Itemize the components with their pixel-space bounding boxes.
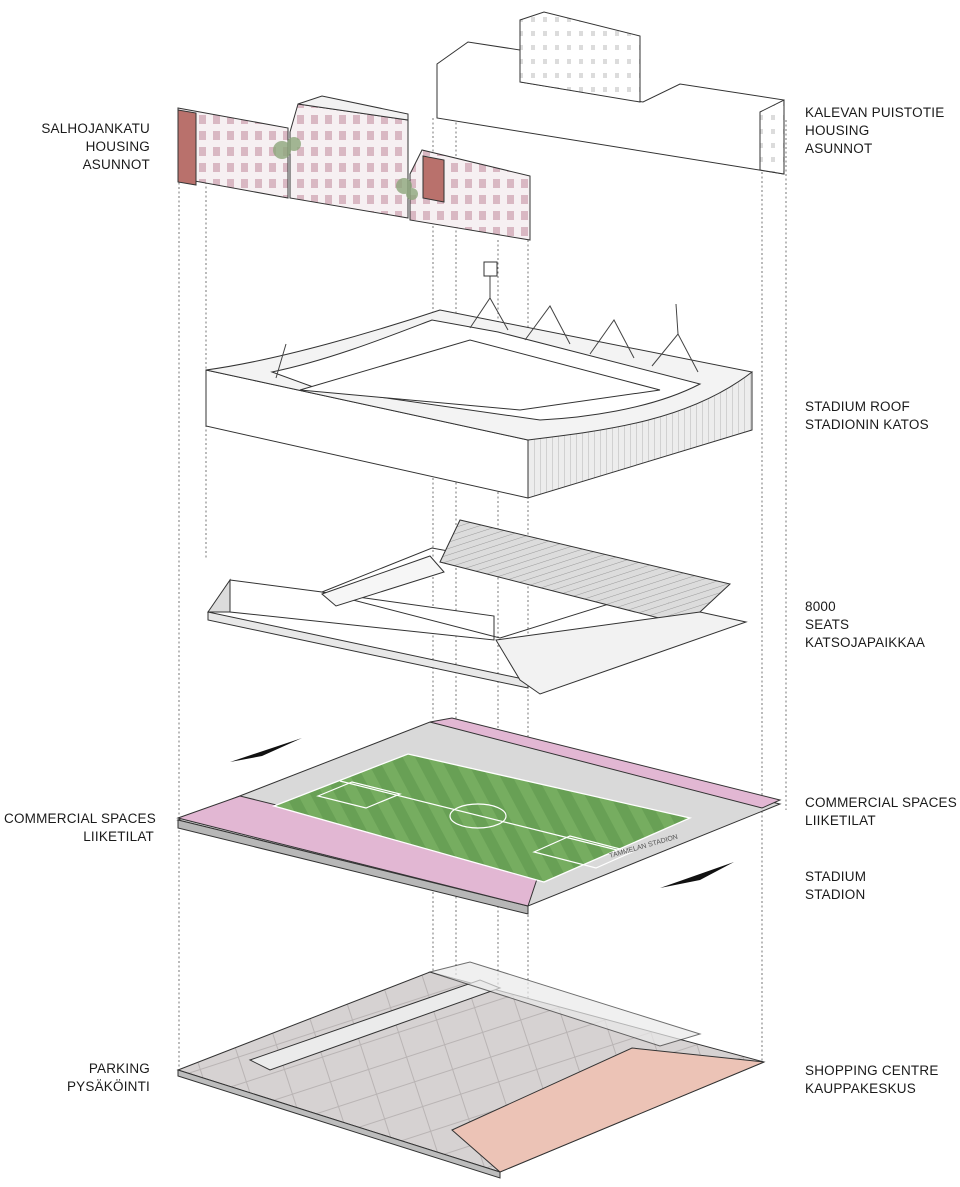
stadium-pitch-layer: TAMMELAN STADION <box>176 717 782 915</box>
label-parking: PARKING PYSÄKÖINTI <box>66 1061 150 1094</box>
label-stadium-roof: STADIUM ROOF STADIONIN KATOS <box>805 399 929 432</box>
stadium-seating <box>207 519 748 695</box>
direction-arrow-icon <box>660 862 734 888</box>
stadium-roof <box>205 261 754 499</box>
label-stadium: STADIUM STADION <box>805 869 867 902</box>
label-seats: 8000 SEATS KATSOJAPAIKKAA <box>805 599 926 650</box>
label-salhojankatu-housing: SALHOJANKATU HOUSING ASUNNOT <box>41 121 150 172</box>
label-commercial-spaces-left: COMMERCIAL SPACES LIIKETILAT <box>4 811 156 844</box>
north-arrow-icon <box>230 738 302 762</box>
shopping-centre-area <box>451 1047 765 1173</box>
label-commercial-spaces-right: COMMERCIAL SPACES LIIKETILAT <box>805 795 957 828</box>
salhojankatu-housing-block <box>177 95 531 241</box>
label-kalevan-puistotie-housing: KALEVAN PUISTOTIE HOUSING ASUNNOT <box>805 105 945 156</box>
commercial-strip-north <box>429 717 782 809</box>
parking-level <box>176 961 766 1179</box>
kalevan-puistotie-housing-block <box>436 11 785 175</box>
label-shopping-centre: SHOPPING CENTRE KAUPPAKESKUS <box>805 1063 939 1096</box>
